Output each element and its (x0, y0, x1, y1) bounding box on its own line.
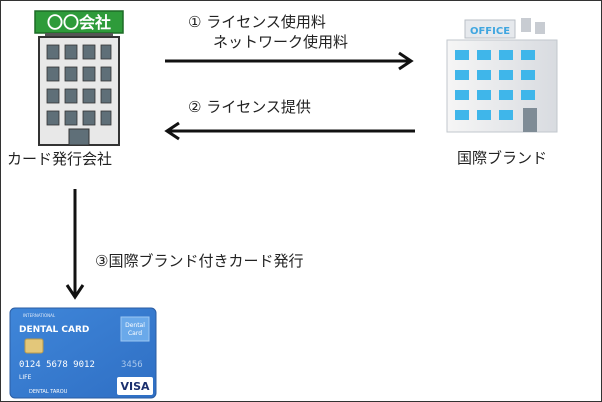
office-windows (455, 50, 535, 120)
arrow-to-card (65, 189, 85, 300)
card-issuer-building: 〇〇会社 (34, 10, 124, 146)
card-logo-line1: Dental (125, 322, 145, 329)
card-body (9, 307, 157, 399)
fee-label-line2: ネットワーク使用料 (213, 33, 349, 51)
card-logo-box (120, 316, 150, 342)
card-issuer-label: カード発行会社 (7, 150, 113, 168)
card-life: LIFE (19, 374, 32, 381)
rooftop-tank (521, 18, 531, 32)
office-sign-board (464, 19, 516, 39)
building-door (68, 128, 90, 146)
card-number-faded: 3456 (121, 360, 143, 370)
rooftop-tank (535, 22, 545, 34)
office-door (523, 108, 537, 132)
brand-label: 国際ブランド (457, 149, 548, 167)
building-windows (46, 44, 112, 126)
card-chip (24, 338, 44, 354)
company-sign-text: 〇〇会社 (47, 13, 111, 32)
license-label: ② ライセンス提供 (188, 98, 311, 116)
card-title: DENTAL CARD (19, 325, 89, 335)
visa-mark: VISA (120, 380, 150, 393)
card-logo-line2: Card (128, 330, 142, 337)
building-roof (45, 33, 113, 37)
card-holder: DENTAL TAROU (29, 389, 68, 395)
brand-office-building: OFFICE (446, 18, 558, 133)
fee-label-line1: ① ライセンス使用料 (188, 13, 326, 31)
arrow-to-issuer (164, 121, 415, 141)
dental-card-image: INTERNATIONAL DENTAL CARD Dental Card 01… (9, 307, 157, 399)
office-sign-text: OFFICE (470, 26, 510, 37)
issue-label: ③国際ブランド付きカード発行 (95, 252, 304, 270)
card-number: 0124 5678 9012 (19, 360, 95, 370)
card-top-text: INTERNATIONAL (23, 313, 56, 318)
visa-badge (117, 377, 153, 395)
arrow-to-brand (165, 51, 414, 71)
